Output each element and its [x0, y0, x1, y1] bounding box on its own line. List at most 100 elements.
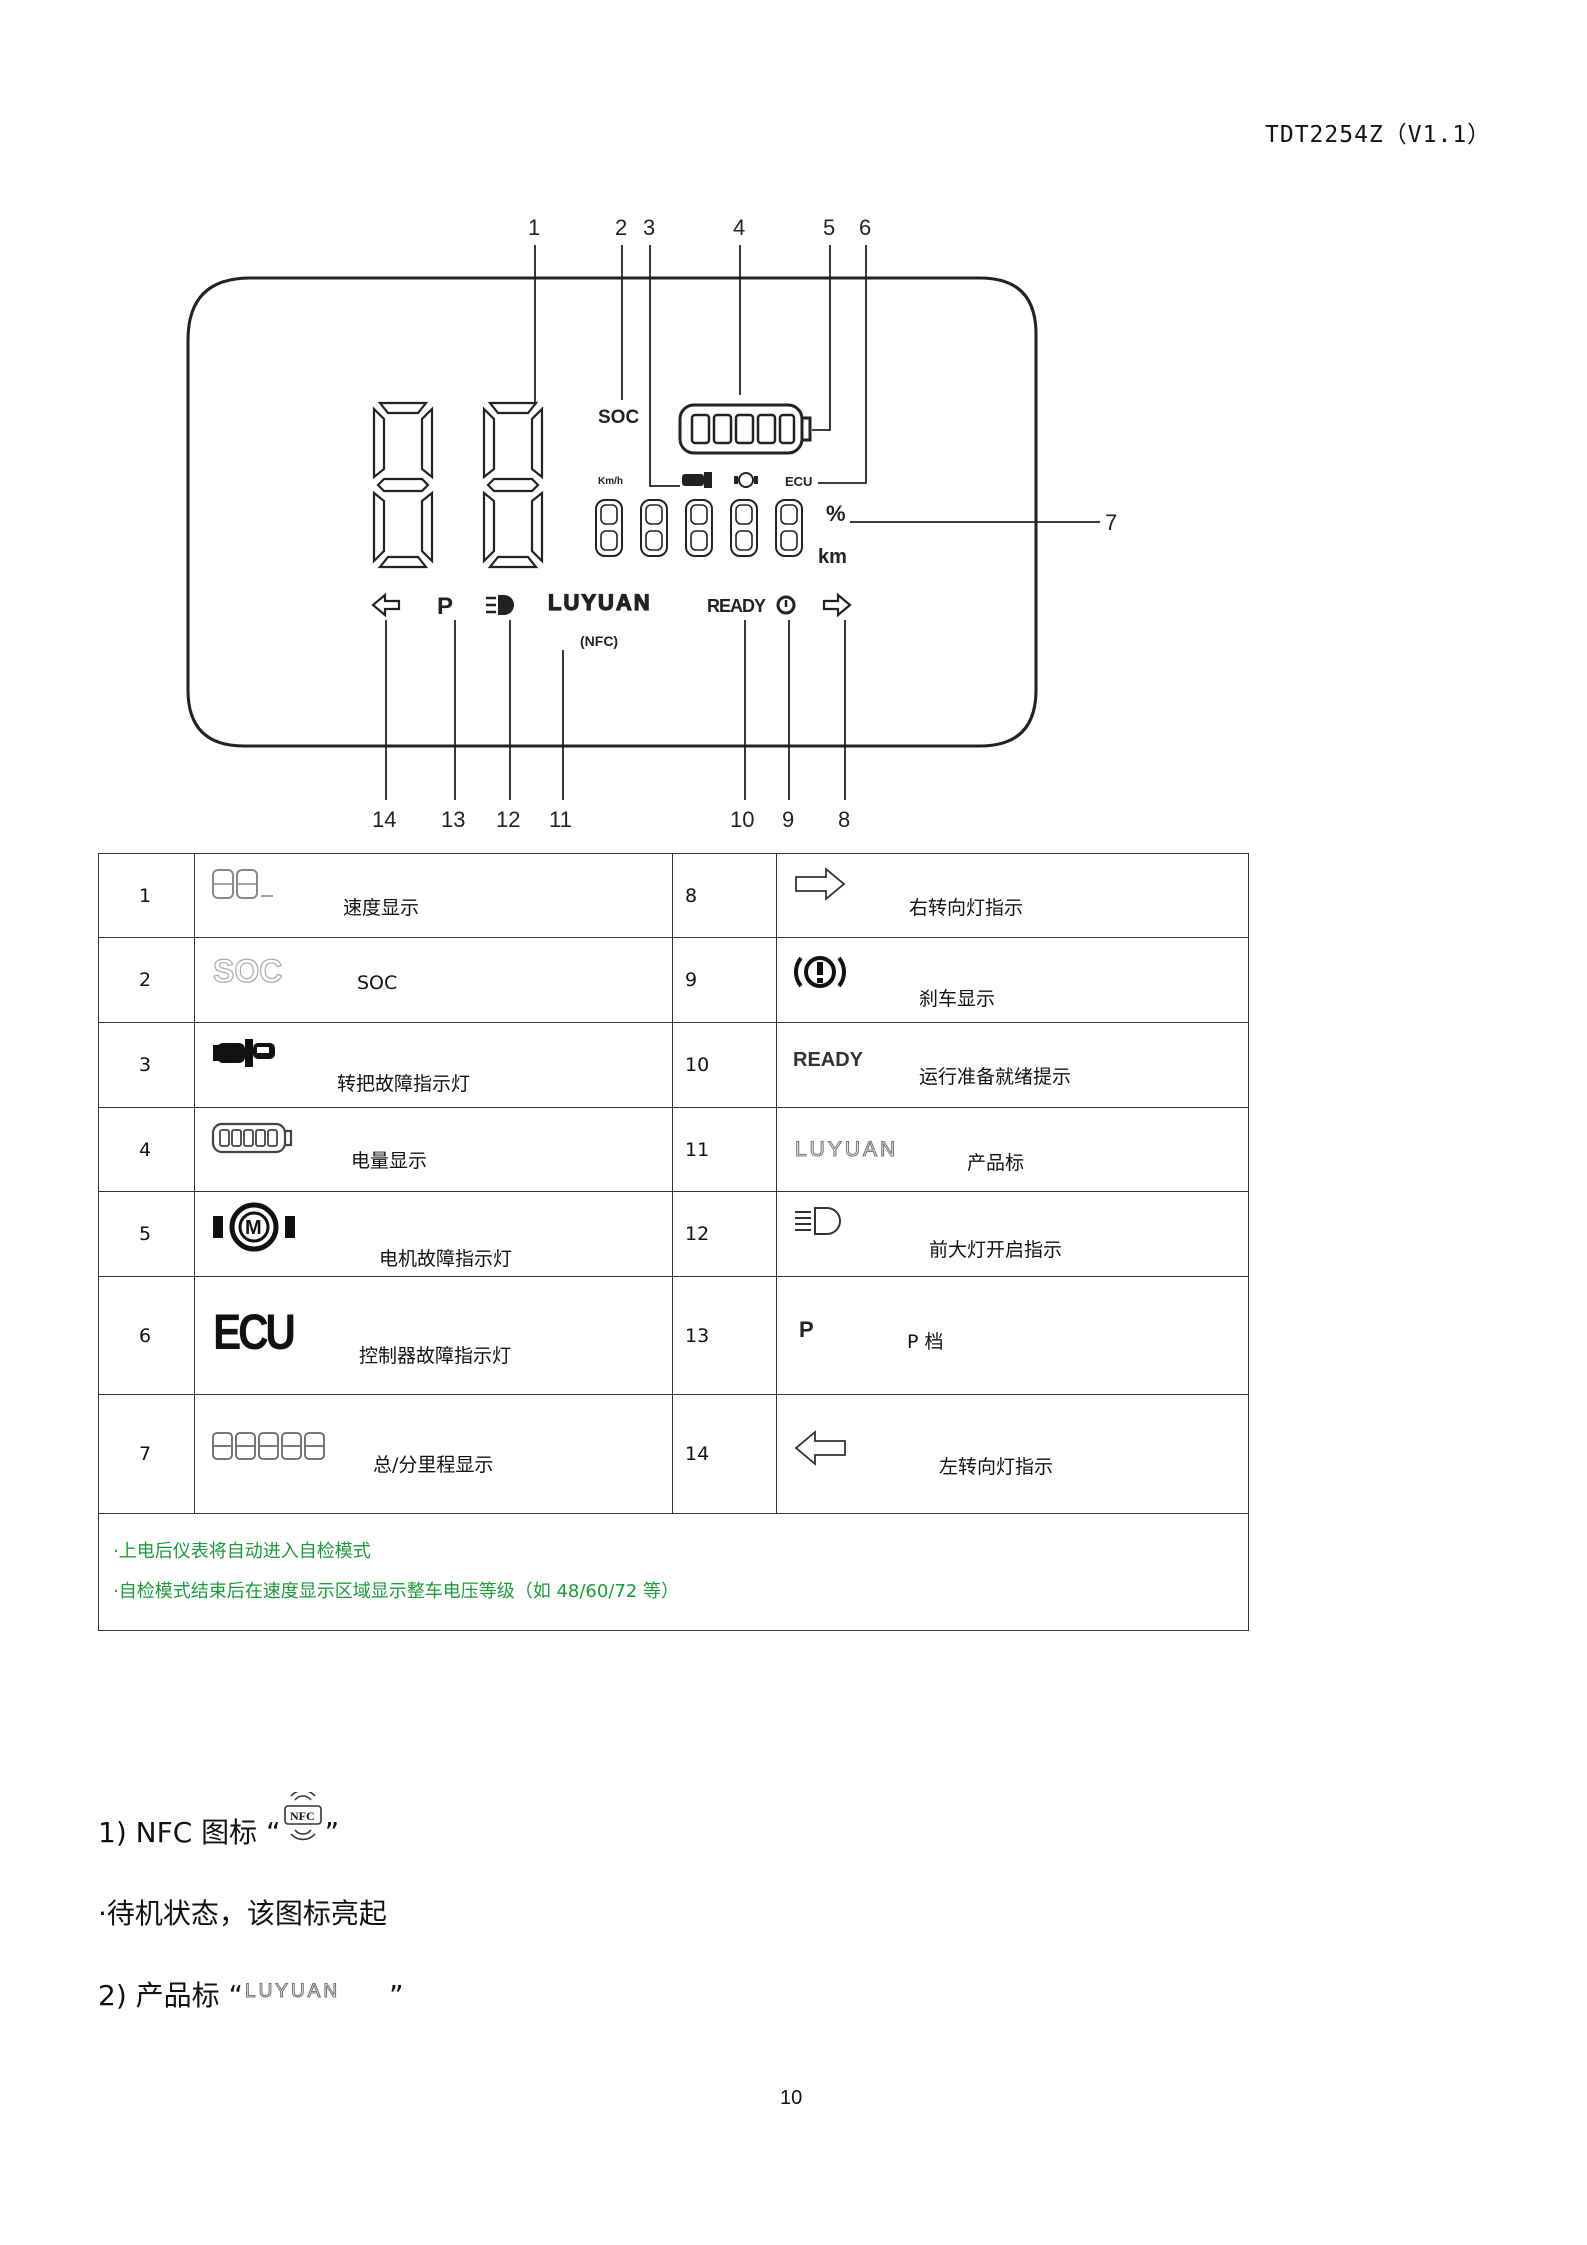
item-number: 5	[98, 1191, 195, 1277]
ready-icon: READY	[793, 1049, 864, 1071]
callout-4: 4	[733, 215, 745, 240]
table-row: 7 总/分里程显示 14 左转向灯指示	[98, 1394, 1249, 1514]
svg-text:M: M	[245, 1217, 262, 1239]
odometer-digit-3	[685, 499, 713, 557]
callout-9: 9	[782, 807, 794, 832]
item-description: P 档	[907, 1331, 944, 1353]
callout-10: 10	[730, 807, 754, 832]
ecu-label: ECU	[785, 474, 812, 489]
item-number: 9	[672, 937, 777, 1023]
callout-2: 2	[615, 215, 627, 240]
odometer-digit-1	[595, 499, 623, 557]
item-number: 11	[672, 1107, 777, 1192]
throttle-fault-icon	[682, 472, 712, 488]
note-1: ·上电后仪表将自动进入自检模式	[113, 1541, 371, 1562]
item-description: 运行准备就绪提示	[919, 1066, 1072, 1088]
item-description: 产品标	[967, 1152, 1025, 1174]
table-row: 5 M 电机故障指示灯 12 前大灯开启指示	[98, 1191, 1249, 1277]
callout-lines	[385, 245, 1100, 800]
legend-table: 1 速度显示 8 右转向灯指示 2 SOC SOC 9	[98, 853, 1249, 1631]
brand-logo-icon: LUYUAN	[244, 1980, 340, 2002]
motor-fault-icon	[734, 472, 758, 488]
soc-label: SOC	[598, 407, 639, 428]
throttle-fault-icon	[213, 1039, 275, 1067]
speed-digit-2	[482, 401, 544, 569]
battery-icon	[211, 1122, 293, 1154]
table-row: 1 速度显示 8 右转向灯指示	[98, 853, 1249, 938]
motor-fault-icon: M	[213, 1202, 295, 1252]
section-brand-title: 2) 产品标 “ LUYUAN ”	[98, 1979, 404, 2012]
note-2: ·自检模式结束后在速度显示区域显示整车电压等级（如 48/60/72 等）	[113, 1581, 680, 1602]
item-number: 7	[98, 1394, 195, 1514]
dashboard-diagram: SOC Km/h % km ECU P LUYUAN (NFC) READY	[186, 215, 1117, 832]
table-row: 6 ECU 控制器故障指示灯 13 P P 档	[98, 1276, 1249, 1395]
section-nfc-standby: ·待机状态，该图标亮起	[98, 1897, 387, 1930]
item-number: 6	[98, 1276, 195, 1395]
callout-7: 7	[1105, 510, 1117, 535]
callout-6: 6	[859, 215, 871, 240]
table-row: 4 电量显示 11 LUYUAN 产品标	[98, 1107, 1249, 1192]
odometer-digits-icon	[212, 1432, 325, 1460]
right-arrow-icon	[795, 867, 846, 901]
kmh-label: Km/h	[598, 476, 623, 487]
svg-text:NFC: NFC	[290, 1809, 315, 1823]
item-description: 总/分里程显示	[373, 1454, 494, 1476]
soc-icon: SOC	[212, 952, 283, 989]
headlight-icon	[486, 595, 514, 615]
battery-icon	[678, 403, 812, 455]
gear-p-label: P	[437, 593, 453, 620]
nfc-icon: NFC	[283, 1789, 322, 1841]
item-description: 刹车显示	[919, 988, 996, 1010]
odometer-digit-5	[775, 499, 803, 557]
item-number: 8	[672, 853, 777, 938]
notes-row: ·上电后仪表将自动进入自检模式 ·自检模式结束后在速度显示区域显示整车电压等级（…	[98, 1513, 1249, 1631]
table-row: 2 SOC SOC 9 刹车显示	[98, 937, 1249, 1023]
right-arrow-icon	[822, 592, 852, 618]
lcd-frame	[186, 276, 1038, 748]
item-description: 左转向灯指示	[939, 1456, 1054, 1478]
table-row: 3 转把故障指示灯 10 READY 运行准备就绪提示	[98, 1022, 1249, 1108]
item-description: SOC	[357, 972, 398, 994]
brand-logo-icon: LUYUAN	[794, 1137, 898, 1161]
document-code: TDT2254Z（V1.1）	[1265, 122, 1492, 148]
percent-label: %	[826, 501, 846, 526]
item-description: 速度显示	[343, 897, 420, 919]
section-nfc-title: 1) NFC 图标 “ NFC ”	[98, 1789, 339, 1851]
park-icon: P	[799, 1317, 814, 1342]
item-number: 4	[98, 1107, 195, 1192]
item-description: 控制器故障指示灯	[359, 1345, 512, 1367]
item-description: 右转向灯指示	[909, 897, 1024, 919]
km-label: km	[818, 546, 847, 568]
callout-8: 8	[838, 807, 850, 832]
brand-label: LUYUAN	[548, 590, 652, 615]
nfc-label: (NFC)	[580, 633, 618, 649]
ready-label: READY	[707, 596, 766, 616]
left-arrow-icon	[371, 592, 401, 618]
odometer-digit-4	[730, 499, 758, 557]
speed-digits-icon	[212, 869, 273, 899]
callout-1: 1	[528, 215, 540, 240]
page-number: 10	[780, 2087, 803, 2109]
callout-5: 5	[823, 215, 835, 240]
svg-text:SOC: SOC	[213, 953, 282, 989]
svg-text:LUYUAN: LUYUAN	[245, 1981, 340, 2002]
notes-cell: ·上电后仪表将自动进入自检模式 ·自检模式结束后在速度显示区域显示整车电压等级（…	[98, 1513, 1249, 1631]
callout-13: 13	[441, 807, 465, 832]
item-number: 10	[672, 1022, 777, 1108]
ecu-icon: ECU	[213, 1304, 296, 1360]
item-number: 3	[98, 1022, 195, 1108]
headlight-icon	[795, 1207, 841, 1235]
item-number: 1	[98, 853, 195, 938]
item-number: 13	[672, 1276, 777, 1395]
svg-text:LUYUAN: LUYUAN	[795, 1138, 898, 1161]
speed-digit-1	[372, 401, 434, 569]
item-description: 电机故障指示灯	[379, 1248, 513, 1270]
callout-12: 12	[496, 807, 520, 832]
left-arrow-icon	[794, 1430, 846, 1466]
callout-11: 11	[549, 807, 572, 832]
item-number: 2	[98, 937, 195, 1023]
item-number: 12	[672, 1191, 777, 1277]
item-description: 前大灯开启指示	[929, 1239, 1063, 1261]
brake-warning-icon	[793, 956, 847, 988]
brake-warning-icon	[776, 595, 796, 615]
